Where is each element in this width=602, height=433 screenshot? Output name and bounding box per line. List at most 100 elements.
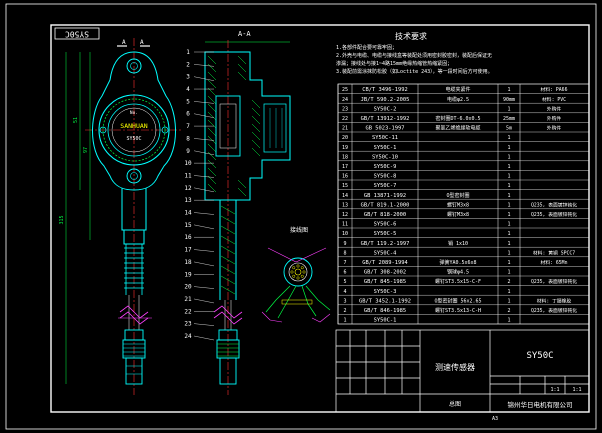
serial-text: No. <box>130 110 138 116</box>
balloon-12: 12 <box>184 185 192 192</box>
gland-nut <box>123 229 145 245</box>
bom-code: GB/T 846-1985 <box>364 308 406 314</box>
model-text: SY50C <box>126 136 141 142</box>
balloon-16: 16 <box>184 234 192 241</box>
bom-item-no: 4 <box>343 289 346 295</box>
bom-code: SY50C-1 <box>374 145 397 151</box>
balloon-15: 15 <box>184 222 192 229</box>
bom-item-no: 19 <box>342 145 348 151</box>
bom-code: GB/T 13912-1992 <box>361 116 410 122</box>
bom-qty: 1 <box>507 174 510 180</box>
bom-row: 17 SY50C-9 1 <box>342 164 511 170</box>
pin-hole <box>300 274 304 278</box>
balloon-17: 17 <box>184 247 192 254</box>
tech-req-title: 技术要求 <box>395 31 427 41</box>
connector-plug <box>125 357 143 385</box>
bom-name: 电缆φ2.5 <box>447 96 469 103</box>
section-label: A-A <box>238 30 251 38</box>
balloon-4: 4 <box>186 86 190 93</box>
bom-code: GB/T 2089-1994 <box>362 260 407 266</box>
title-block <box>335 329 590 413</box>
bom-code: SY50C-8 <box>374 174 397 180</box>
bom-code: GB/T 308-2002 <box>364 270 406 276</box>
bom-item-no: 6 <box>343 270 346 276</box>
bom-qty: 1 <box>507 289 510 295</box>
bom-code: SY50C-3 <box>374 289 397 295</box>
bom-code: GB 13871-1992 <box>364 193 406 199</box>
bom-item-no: 1 <box>343 318 346 324</box>
bom-item-no: 13 <box>342 202 348 208</box>
bom-item-no: 5 <box>343 279 346 285</box>
bom-qty: 1 <box>507 106 510 112</box>
bom-qty: 1 <box>507 135 510 141</box>
bom-qty: 2 <box>507 308 510 314</box>
balloon-6: 6 <box>186 111 190 118</box>
bom-row: 19 SY50C-1 1 <box>342 145 511 151</box>
balloon-1: 1 <box>186 49 190 56</box>
tech-req-line-1: 1.各部件配合要可靠牢固； <box>336 44 397 51</box>
title-block-type: 总图 <box>449 400 461 408</box>
bom-item-no: 17 <box>342 164 348 170</box>
bom-item-no: 24 <box>342 97 348 103</box>
bom-qty: 1 <box>507 145 510 151</box>
bom-name: 聚氯乙烯绝缘软电缆 <box>435 125 480 132</box>
bom-name: 弹簧YA0.5x6x8 <box>439 259 476 266</box>
connector-pins <box>290 264 306 280</box>
front-view: SANHUAN SY50C No. 97 315 51 A A <box>59 38 183 395</box>
bom-qty: 1 <box>507 164 510 170</box>
corner-stamp-text: SY50C <box>65 30 89 39</box>
bom-qty: 1 <box>507 241 510 247</box>
bom-name: 螺钉ST3.5x15-C-F <box>435 278 481 285</box>
bom-code: SY50C-6 <box>374 222 397 228</box>
view-marker-left: A <box>122 39 126 46</box>
bom-code: SY50C-7 <box>374 183 397 189</box>
pin-hole <box>292 266 296 270</box>
title-block-sheet: 1:1 <box>550 387 559 393</box>
title-block-scale: 1:1 <box>572 387 581 393</box>
title-block-company: 锦州华日电机有限公司 <box>508 400 573 409</box>
pin-hole <box>296 264 300 268</box>
title-block-name: 测速传感器 <box>435 362 475 372</box>
bom-qty: 5m <box>506 126 512 132</box>
bom-material: 外购件 <box>547 115 562 122</box>
bom-code: GB/T 119.2-1997 <box>361 241 410 247</box>
bom-material: 材料: PA66 <box>541 86 568 93</box>
bom-code: GB/T 819.1-2000 <box>361 202 410 208</box>
bom-qty: 1 <box>507 193 510 199</box>
pin-hole <box>302 270 306 274</box>
bom-material: 外购件 <box>547 105 562 112</box>
rotor-block <box>215 95 241 157</box>
bom-item-no: 15 <box>342 183 348 189</box>
balloon-13: 13 <box>184 197 192 204</box>
bom-item-no: 21 <box>342 126 348 132</box>
pin-hole <box>296 276 300 280</box>
housing-section <box>204 51 291 201</box>
balloon-24: 24 <box>184 333 192 340</box>
bom-item-no: 11 <box>342 222 348 228</box>
connector-face <box>283 257 313 287</box>
bom-code: SY50C-11 <box>372 135 398 141</box>
bom-qty: 1 <box>507 231 510 237</box>
bom-name: 螺钉ST3.5x13-C-H <box>435 307 481 314</box>
balloon-11: 11 <box>184 172 192 179</box>
bom-name: 钢球φ4.5 <box>447 269 469 276</box>
balloon-3: 3 <box>186 74 190 81</box>
bom-name: O型密封圈 56x2.65 <box>434 297 481 304</box>
bom-code: SY50C-10 <box>372 154 398 160</box>
bom-material: 材料: PVC <box>542 96 566 103</box>
bom-item-no: 22 <box>342 116 348 122</box>
balloon-14: 14 <box>184 210 192 217</box>
outer-frame <box>5 3 597 430</box>
bom-code: GB/T 3452.1-1992 <box>359 298 411 304</box>
bom-code: SY50C-9 <box>374 164 397 170</box>
